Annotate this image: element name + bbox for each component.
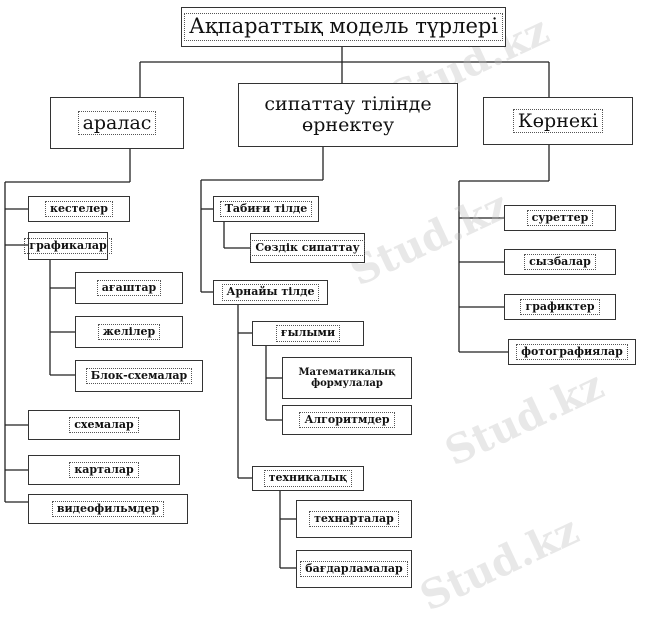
node-special-language-label: Арнайы тілде xyxy=(221,284,320,301)
node-technical-label: техникалық xyxy=(263,470,353,487)
node-photos-label: фотографиялар xyxy=(516,343,628,361)
diagram-title: Ақпараттық модель түрлері xyxy=(183,13,504,41)
node-math-formulas-line1: Математикалық xyxy=(298,367,396,378)
node-videos-label: видеофильмдер xyxy=(51,500,165,518)
node-programs: бағдарламалар xyxy=(296,550,412,588)
diagram-canvas: Stud.kz Stud.kz Stud.kz Stud.kz Ақпаратт… xyxy=(4,7,636,620)
branch-visual: Көрнекі xyxy=(483,97,633,145)
node-tables: кестелер xyxy=(28,196,130,222)
node-flowcharts-label: Блок-схемалар xyxy=(85,367,193,385)
node-math-formulas: Математикалық формулалар xyxy=(282,357,412,399)
node-maps-label: карталар xyxy=(69,461,139,479)
branch-description: сипаттау тілінде өрнектеу xyxy=(238,83,458,147)
node-math-formulas-line2: формулалар xyxy=(311,378,383,389)
node-pictures-label: суреттер xyxy=(526,209,594,227)
node-photos: фотографиялар xyxy=(508,339,636,365)
node-scientific-label: ғылыми xyxy=(275,325,341,342)
node-programs-label: бағдарламалар xyxy=(300,560,408,578)
node-graphs-label: графиктер xyxy=(520,298,600,316)
node-graphics-label: графикалар xyxy=(24,237,112,255)
node-algorithms-label: Алгоритмдер xyxy=(299,411,395,429)
node-videos: видеофильмдер xyxy=(28,494,188,524)
branch-mixed: аралас xyxy=(50,97,184,149)
node-schemes: схемалар xyxy=(28,410,180,440)
node-trees-label: ағаштар xyxy=(96,279,162,297)
node-flowcharts: Блок-схемалар xyxy=(75,360,203,392)
node-graphics: графикалар xyxy=(24,232,112,260)
node-tech-maps-label: технарталар xyxy=(309,510,399,528)
node-technical: техникалық xyxy=(252,466,364,491)
node-natural-language: Табиғи тілде xyxy=(213,196,319,222)
node-graphs: графиктер xyxy=(504,294,616,320)
node-networks: желілер xyxy=(75,316,183,348)
node-drawings: сызбалар xyxy=(504,249,616,275)
branch-description-line2: өрнектеу xyxy=(301,114,395,136)
node-maps: карталар xyxy=(28,455,180,485)
branch-description-line1: сипаттау тілінде xyxy=(264,93,432,116)
connector-lines xyxy=(4,47,550,569)
node-tech-maps: технарталар xyxy=(296,500,412,538)
node-special-language: Арнайы тілде xyxy=(213,280,328,305)
node-trees: ағаштар xyxy=(75,272,183,304)
node-tables-label: кестелер xyxy=(45,200,113,218)
node-algorithms: Алгоритмдер xyxy=(282,405,412,435)
diagram-title-box: Ақпараттық модель түрлері xyxy=(181,7,506,47)
node-verbal-description-label: Сөздік сипаттау xyxy=(250,239,365,257)
branch-mixed-label: аралас xyxy=(77,110,157,136)
node-networks-label: желілер xyxy=(97,323,161,341)
node-verbal-description: Сөздік сипаттау xyxy=(250,233,365,263)
node-pictures: суреттер xyxy=(504,205,616,231)
node-natural-language-label: Табиғи тілде xyxy=(219,200,313,218)
node-schemes-label: схемалар xyxy=(69,416,139,434)
node-scientific: ғылыми xyxy=(252,321,364,346)
node-drawings-label: сызбалар xyxy=(524,253,596,271)
branch-visual-label: Көрнекі xyxy=(512,108,604,134)
